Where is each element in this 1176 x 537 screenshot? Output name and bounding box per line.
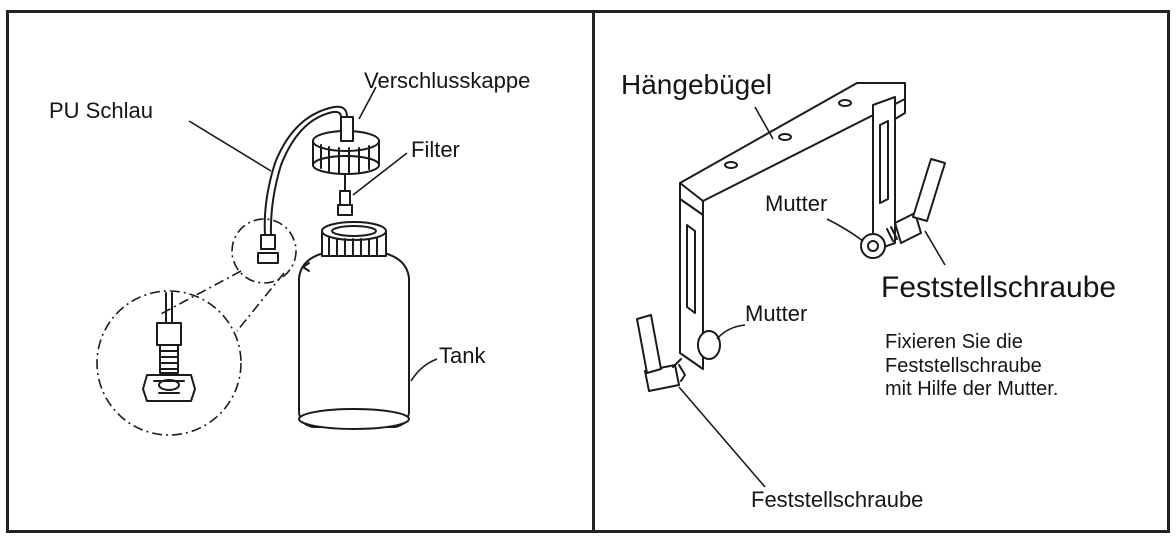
tank-leader-line (410, 358, 438, 382)
hose-label: PU Schlau (49, 98, 153, 123)
tank-assembly-panel: PU Schlau Verschlusskappe Filter Tank (6, 10, 595, 533)
nut-bottom-leader-line (716, 324, 746, 340)
bracket-drawing (636, 82, 946, 488)
pu-hose (257, 105, 348, 264)
tank-bottle (298, 221, 410, 430)
fixing-instruction-note: Fixieren Sie die Feststellschraube mit H… (885, 331, 1059, 401)
screw-top-label: Feststellschraube (881, 271, 1117, 304)
nut-top-label: Mutter (765, 191, 828, 216)
bracket-assembly-panel: Hängebügel Mutter Feststellschraube Mutt… (592, 10, 1170, 533)
cap-leader-line (358, 86, 377, 120)
top-border-strip (0, 0, 1176, 10)
filter-label: Filter (411, 137, 460, 162)
filter-leader-line (352, 152, 408, 196)
screw-bottom-label: Feststellschraube (751, 487, 924, 512)
tank-label: Tank (439, 343, 486, 368)
detail-callout-lines (158, 270, 285, 332)
hanging-bracket (679, 82, 906, 370)
tank-assembly-drawing (96, 86, 438, 436)
bracket-leader-line (754, 106, 774, 140)
magnified-fitting (142, 292, 196, 402)
detail-callout-circle (231, 218, 297, 284)
cap-label: Verschlusskappe (364, 68, 531, 93)
bracket-label: Hängebügel (621, 69, 773, 100)
top-locking-screw (886, 158, 946, 244)
screw-top-leader-line (924, 230, 946, 266)
hose-leader-line (188, 120, 272, 172)
magnified-detail-circle (96, 290, 242, 436)
nut-top-leader-line (826, 218, 864, 242)
nut-bottom-label: Mutter (745, 301, 808, 326)
filter (337, 174, 353, 216)
cap (312, 116, 380, 175)
screw-bottom-leader-line (678, 386, 766, 488)
bottom-locking-screw (636, 314, 686, 392)
